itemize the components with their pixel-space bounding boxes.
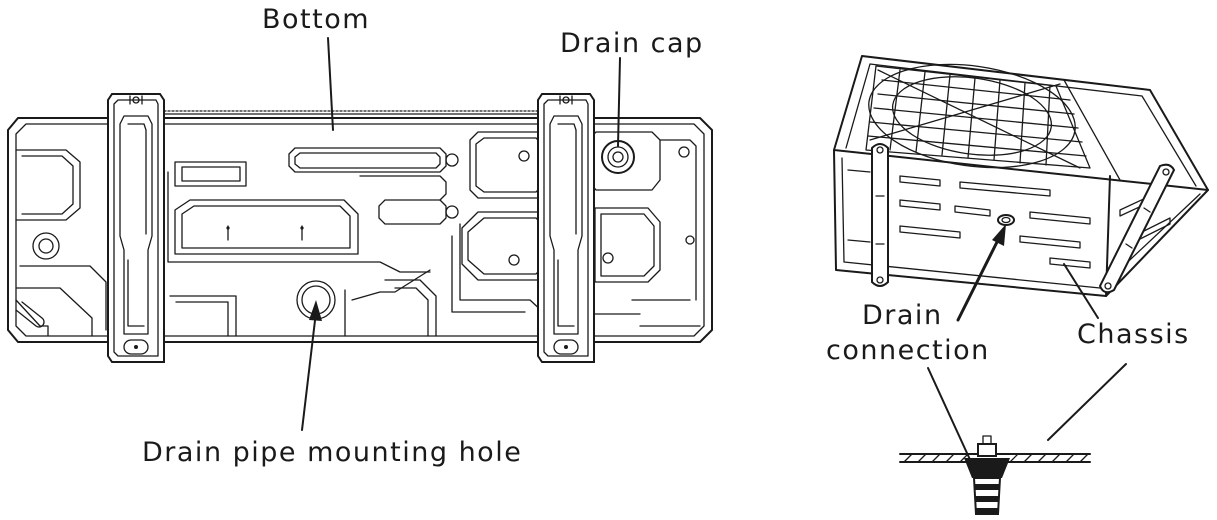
mounting-bracket-right <box>537 93 595 363</box>
label-connection: connection <box>826 335 990 366</box>
label-drain: Drain <box>862 300 943 331</box>
label-drain-cap: Drain cap <box>560 28 704 59</box>
label-bottom: Bottom <box>262 4 370 35</box>
unit-tilted-view <box>833 55 1209 465</box>
tilted-bracket-left <box>871 143 889 287</box>
label-drain-pipe-mounting-hole: Drain pipe mounting hole <box>142 437 522 468</box>
mounting-bracket-left <box>107 93 165 363</box>
label-chassis: Chassis <box>1077 319 1190 350</box>
drain-connection-port <box>997 214 1015 226</box>
fan-grille <box>865 63 1091 169</box>
unit-bottom-view <box>7 37 713 431</box>
drain-connector-section <box>899 435 1091 515</box>
tilted-bracket-right <box>1098 163 1176 294</box>
